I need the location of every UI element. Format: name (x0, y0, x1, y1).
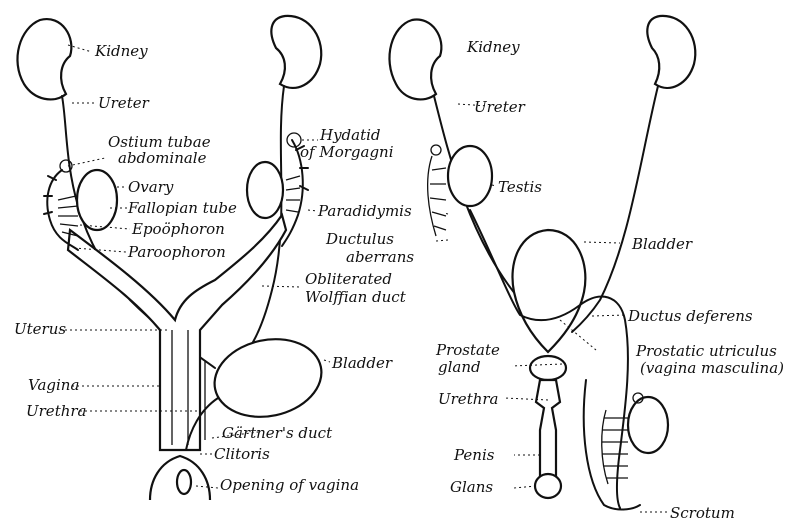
label-female-ureter: Ureter (98, 94, 150, 112)
label-opening-of-vagina: Opening of vagina (220, 476, 359, 494)
label-paradidymis: Paradidymis (317, 202, 412, 220)
male-scrotum (584, 380, 640, 510)
male-glans (535, 474, 561, 498)
label-wolffian-duct: Wolffian duct (305, 288, 407, 306)
label-ductus-deferens: Ductus deferens (627, 307, 753, 325)
female-right-epoophoron (286, 176, 300, 212)
label-ostium-abdominale: abdominale (118, 149, 207, 167)
male-paradidymis (428, 156, 446, 236)
male-penis-shaft (536, 380, 560, 478)
label-epoophoron: Epoöphoron (131, 220, 225, 238)
label-fallopian-tube: Fallopian tube (127, 199, 237, 217)
female-left-ovary (77, 170, 117, 230)
label-male-kidney: Kidney (466, 38, 520, 56)
label-penis: Penis (453, 446, 495, 464)
female-bladder (207, 330, 328, 427)
label-hydatid: Hydatid (319, 126, 381, 144)
label-testis: Testis (498, 178, 542, 196)
label-prostate-gland: gland (438, 358, 481, 376)
male-descended-testis (628, 397, 668, 453)
male-hydatid (431, 145, 441, 155)
label-clitoris: Clitoris (214, 445, 270, 463)
label-of-morgagni: of Morgagni (300, 143, 394, 161)
male-right-kidney (647, 16, 695, 88)
label-prostate: Prostate (435, 341, 500, 359)
label-male-urethra: Urethra (438, 390, 499, 408)
label-paroophoron: Paroophoron (127, 243, 226, 261)
label-prostatic-utriculus: Prostatic utriculus (635, 342, 777, 360)
label-aberrans: aberrans (346, 248, 414, 266)
label-male-ureter: Ureter (474, 98, 526, 116)
female-right-kidney (271, 16, 321, 88)
label-female-bladder: Bladder (331, 354, 393, 372)
label-scrotum: Scrotum (670, 504, 735, 521)
male-left-kidney (389, 20, 441, 100)
label-male-bladder: Bladder (631, 235, 693, 253)
label-uterus: Uterus (14, 320, 66, 338)
label-gartners-duct: Gärtner's duct (222, 424, 333, 442)
female-right-ovary (247, 162, 283, 218)
label-female-kidney: Kidney (94, 42, 148, 60)
label-ovary: Ovary (128, 178, 174, 196)
male-diagram: Kidney Ureter Testis Paradidymis Ductulu… (317, 16, 784, 521)
male-prostate-gland (530, 356, 566, 380)
male-bladder (512, 230, 585, 352)
male-testis (448, 146, 492, 206)
female-left-epoophoron (58, 196, 78, 236)
male-right-ureter (572, 86, 658, 332)
label-obliterated: Obliterated (305, 270, 392, 288)
female-vaginal-opening (177, 470, 191, 494)
female-left-kidney (17, 19, 71, 99)
label-glans: Glans (450, 478, 493, 496)
label-vagina: Vagina (28, 376, 79, 394)
label-female-urethra: Urethra (26, 402, 87, 420)
label-ductulus: Ductulus (325, 230, 394, 248)
label-vagina-masculina: (vagina masculina) (640, 359, 784, 377)
